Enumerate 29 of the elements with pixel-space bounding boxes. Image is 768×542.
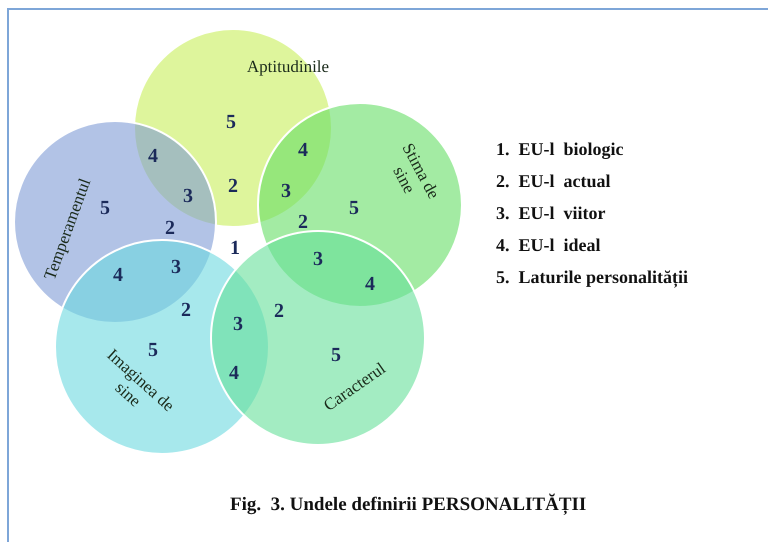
region-number: 3 (171, 257, 181, 277)
region-number: 2 (298, 212, 308, 232)
region-number: 3 (233, 314, 243, 334)
circle-title: Aptitudinile (246, 58, 330, 77)
region-number: 5 (226, 112, 236, 132)
region-number: 2 (165, 218, 175, 238)
list-item: 5. Laturile personalității (496, 268, 688, 286)
list-item: 2. EU-l actual (496, 172, 610, 190)
region-number: 3 (313, 249, 323, 269)
region-number: 5 (331, 345, 341, 365)
caption: Fig. 3. Undele definirii PERSONALITĂȚII (230, 494, 586, 516)
region-number: 3 (281, 181, 291, 201)
circle-title: Stima de sine (388, 138, 444, 204)
region-number: 2 (274, 301, 284, 321)
region-number: 4 (113, 265, 123, 285)
region-number: 2 (228, 176, 238, 196)
venn-circle (210, 230, 426, 446)
region-number: 3 (183, 186, 193, 206)
list-item: 3. EU-l viitor (496, 204, 606, 222)
list-item: 1. EU-l biologic (496, 140, 624, 158)
region-number: 2 (181, 300, 191, 320)
region-number: 5 (349, 198, 359, 218)
list-item: 4. EU-l ideal (496, 236, 601, 254)
region-number: 4 (298, 140, 308, 160)
region-number: 4 (148, 146, 158, 166)
region-number: 1 (230, 238, 240, 258)
region-number: 4 (365, 274, 375, 294)
region-number: 4 (229, 363, 239, 383)
region-number: 5 (100, 198, 110, 218)
